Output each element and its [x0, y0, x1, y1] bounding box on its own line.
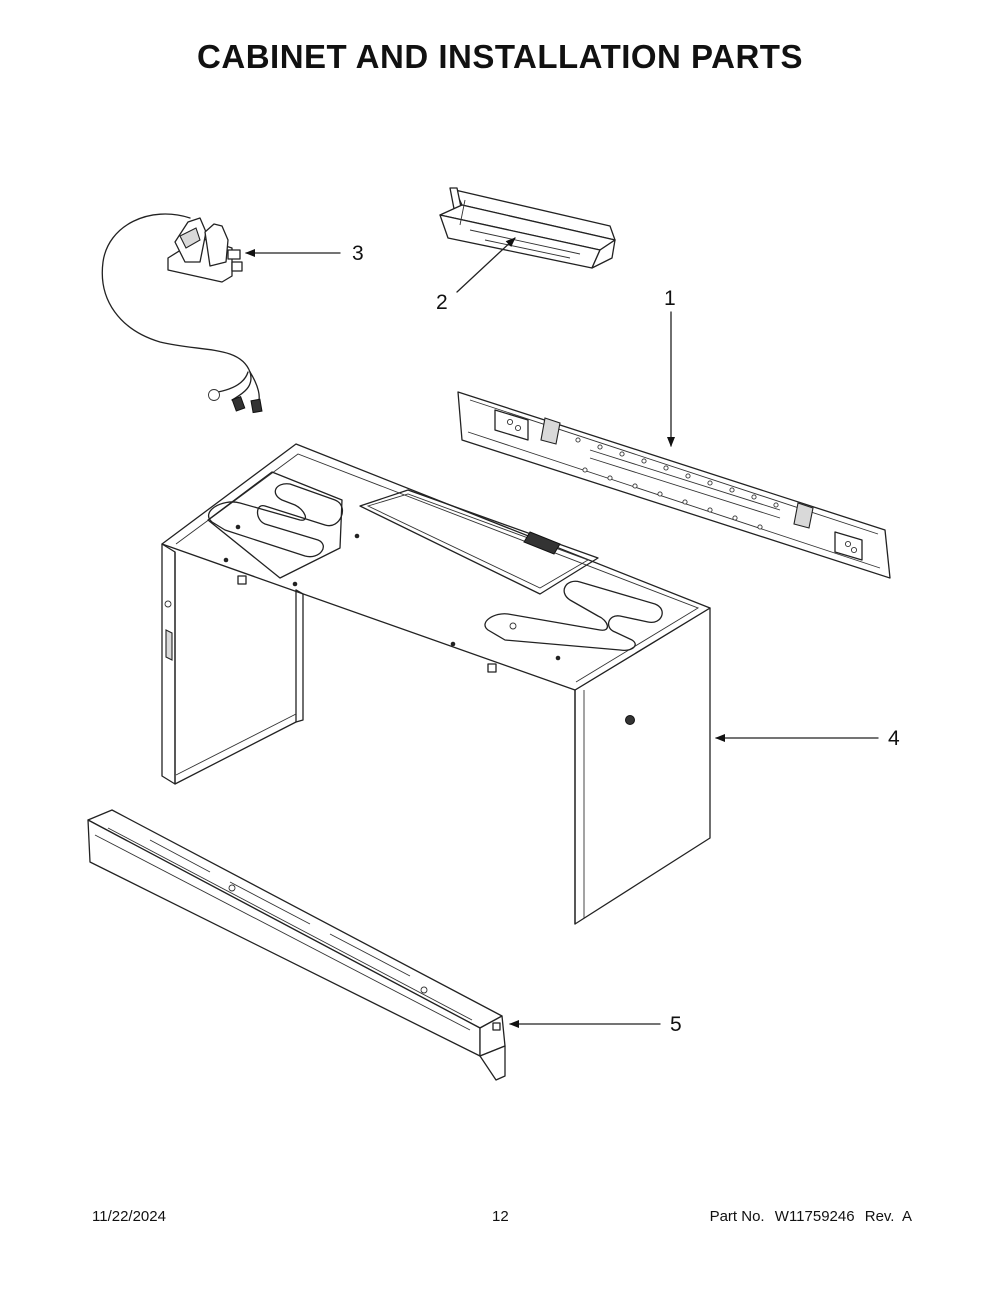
revision: Rev. A	[864, 1208, 912, 1225]
callout-1: 1	[664, 287, 676, 310]
part-number: W11759246	[774, 1208, 855, 1225]
wall-plate-part	[457, 391, 891, 579]
leader-2	[456, 237, 516, 293]
footer-date: 11/22/2024	[92, 1208, 166, 1225]
front-rail-part	[87, 809, 506, 1081]
footer-part-number: Part No. W11759246 Rev. A	[710, 1208, 912, 1225]
callout-labels: 1 2 3 4 5	[352, 242, 900, 1036]
page-title: CABINET AND INSTALLATION PARTS	[197, 38, 803, 75]
cabinet-part	[161, 443, 711, 925]
power-cord-part	[101, 213, 263, 414]
mounting-bracket-part	[439, 187, 616, 269]
footer-page-number: 12	[492, 1208, 509, 1225]
callout-5: 5	[670, 1013, 682, 1036]
callout-4: 4	[888, 727, 900, 750]
callout-leaders	[245, 237, 879, 1028]
callout-3: 3	[352, 242, 364, 265]
callout-2: 2	[436, 291, 448, 314]
part-prefix: Part No.	[709, 1208, 765, 1225]
